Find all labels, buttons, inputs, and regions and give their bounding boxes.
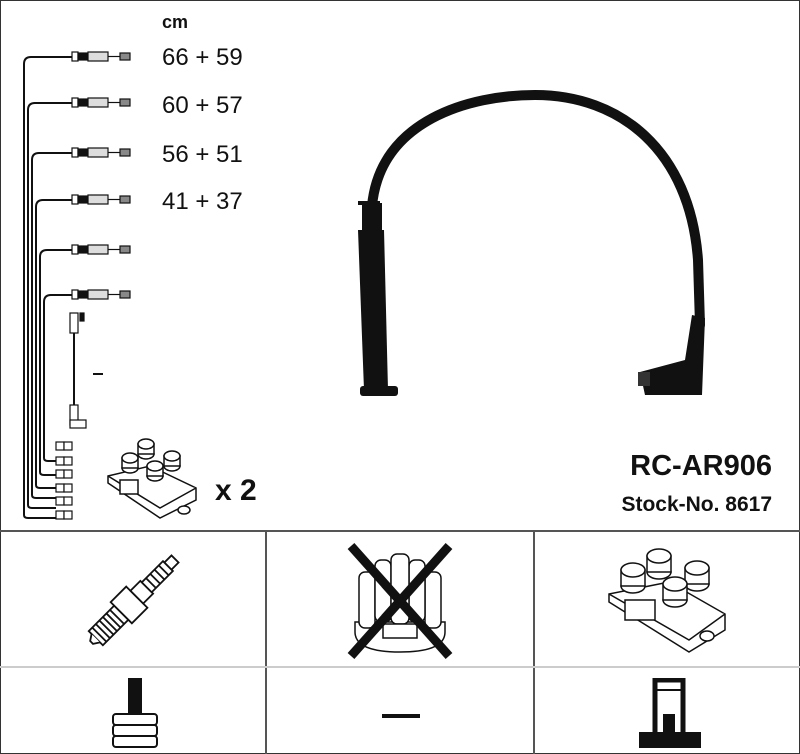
cell-none bbox=[265, 668, 533, 754]
length-label-2: 60 + 57 bbox=[162, 92, 243, 119]
ignition-lead-icon bbox=[358, 89, 705, 396]
compatibility-grid bbox=[0, 532, 800, 754]
cell-spark-plug bbox=[0, 532, 265, 666]
dash-none-icon bbox=[382, 714, 420, 718]
unit-label: cm bbox=[162, 12, 189, 32]
cell-straight-boot bbox=[0, 668, 265, 754]
wiring-schematic-icon bbox=[23, 51, 131, 520]
stock-number: Stock-No. 8617 bbox=[621, 493, 772, 516]
coil-tower-connector-icon bbox=[639, 678, 701, 748]
cell-distributor-cap bbox=[265, 532, 533, 666]
length-label-4: 41 + 37 bbox=[162, 188, 243, 215]
straight-boot-connector-icon bbox=[112, 678, 158, 748]
grid-divider-2 bbox=[533, 532, 535, 754]
ignition-coil-icon bbox=[608, 548, 726, 653]
ignition-coil-small-icon bbox=[107, 438, 197, 519]
distributor-cap-crossed-icon bbox=[347, 543, 453, 659]
length-label-3: 56 + 51 bbox=[162, 141, 243, 168]
spark-plug-icon bbox=[87, 554, 180, 647]
length-label-1: 66 + 59 bbox=[162, 44, 243, 71]
cable-set-panel: cm 66 + 59 60 + 57 56 + 51 41 + 37 x 2 R… bbox=[0, 12, 800, 532]
grid-divider-1 bbox=[265, 532, 267, 754]
cell-coil-tower bbox=[535, 668, 800, 754]
product-code: RC-AR906 bbox=[630, 450, 772, 482]
coil-quantity: x 2 bbox=[215, 474, 257, 507]
cell-ignition-coil bbox=[535, 532, 800, 666]
grid-row-divider bbox=[0, 666, 800, 668]
